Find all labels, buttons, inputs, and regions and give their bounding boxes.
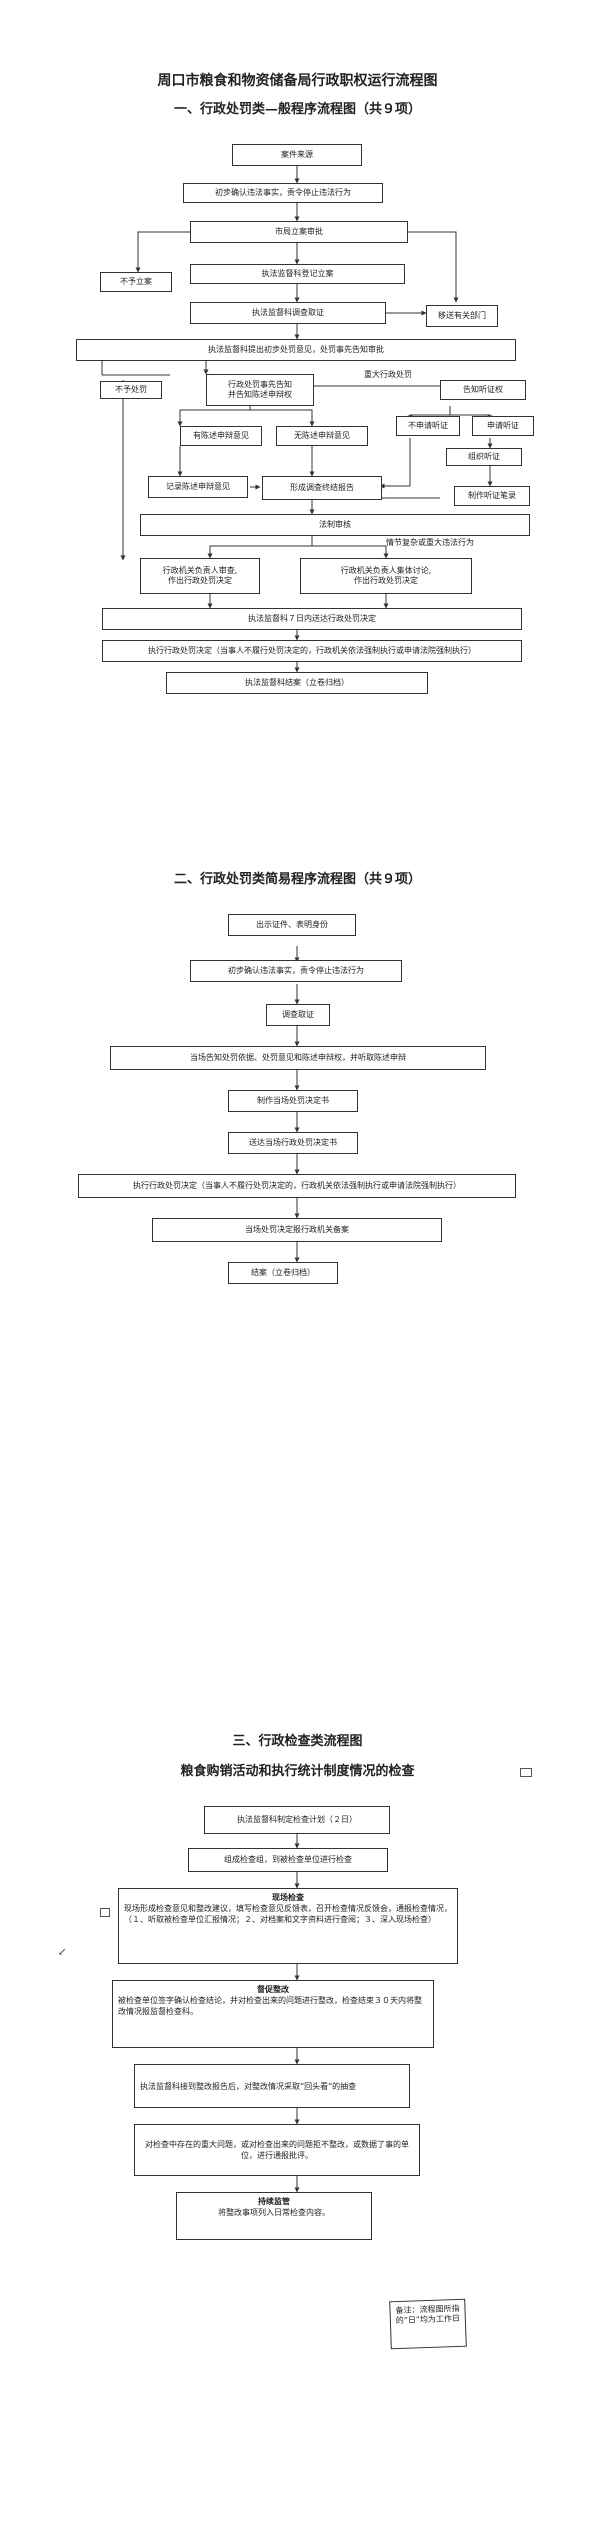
node-no-defense: 无陈述申辩意见 (276, 426, 368, 446)
node-s3-site-body: 现场形成检查意见和整改建议，填写检查意见反馈表，召开检查情况反馈会，通报检查情况… (124, 1904, 452, 1924)
node-close-case: 执法监督科结案（立卷归档） (166, 672, 428, 694)
node-s3-site-check: 现场检查 现场形成检查意见和整改建议，填写检查意见反馈表，召开检查情况反馈会，通… (118, 1888, 458, 1964)
label-major-case: 重大行政处罚 (364, 370, 412, 379)
node-record-defense: 记录陈述申辩意见 (148, 476, 248, 498)
node-apply-hearing: 申请听证 (472, 416, 534, 436)
node-approve: 行政机关负责人审查, 作出行政处罚决定 (140, 558, 260, 594)
node-s3-report: 对检查中存在的重大问题，或对检查出来的问题拒不整改，或数据了事的单位，进行通报批… (134, 2124, 420, 2176)
node-preliminary: 初步确认违法事实，责令停止违法行为 (183, 183, 383, 203)
node-organize-hearing: 组织听证 (446, 448, 522, 466)
node-s3-review: 执法监督科接到整改报告后，对整改情况采取“回头看”的抽查 (134, 2064, 410, 2108)
connector (207, 536, 313, 559)
connector (312, 545, 389, 559)
connector (312, 385, 453, 395)
node-hearing-record: 制作听证笔录 (454, 486, 530, 506)
node-s3-rectify-body: 被检查单位签字确认检查结论，并对检查出来的问题进行整改，检查结束３０天内将整改情… (118, 1996, 422, 2016)
node-has-defense: 有陈述申辩意见 (180, 426, 262, 446)
node-s3-oversight: 持续监管 将整改事项列入日常检查内容。 (176, 2192, 372, 2240)
node-s2-close-case: 结案（立卷归档） (228, 1262, 338, 1284)
node-s3-oversight-body: 将整改事项列入日常检查内容。 (218, 2208, 330, 2217)
node-show-id: 出示证件、表明身份 (228, 914, 356, 936)
node-case-source: 案件来源 (232, 144, 362, 166)
node-form-report: 形成调查终结报告 (262, 476, 382, 500)
section3-heading: 三、行政检查类流程图 (232, 1734, 363, 1749)
node-notify-hearing: 告知听证权 (440, 380, 526, 400)
section3-subheading: 粮食购销活动和执行统计制度情况的检查 (180, 1764, 415, 1779)
document-title: 周口市粮食和物资储备局行政职权运行流程图 (157, 73, 438, 89)
node-s2-investigate: 调查取证 (266, 1004, 330, 1026)
node-legal-review: 法制审核 (140, 514, 530, 536)
node-s3-oversight-title: 持续监管 (258, 2196, 290, 2206)
node-collective-line2: 作出行政处罚决定 (354, 576, 418, 585)
node-bureau-review: 市局立案审批 (190, 221, 408, 243)
arrow-icon: ↙ (58, 1947, 67, 1958)
node-no-filing: 不予立案 (100, 272, 172, 292)
node-notify: 行政处罚事先告知 并告知陈述申辩权 (206, 374, 314, 406)
node-approve-line1: 行政机关负责人审查, (162, 566, 238, 575)
node-preliminary-opinion: 执法监督科提出初步处罚意见，处罚事先告知审批 (76, 339, 516, 361)
node-s2-deliver: 送达当场行政处罚决定书 (228, 1132, 358, 1154)
node-s3-site-title: 现场检查 (272, 1892, 304, 1902)
node-no-penalty: 不予处罚 (100, 381, 162, 399)
node-register: 执法监督科登记立案 (190, 264, 405, 284)
node-s3-rectify-title: 督促整改 (257, 1984, 289, 1994)
node-collective: 行政机关负责人集体讨论, 作出行政处罚决定 (300, 558, 472, 594)
node-s3-team: 组成检查组，到被检查单位进行检查 (188, 1848, 388, 1872)
node-s2-report: 当场处罚决定报行政机关备案 (152, 1218, 442, 1242)
node-s2-notify: 当场告知处罚依据、处罚意见和陈述申辩权，并听取陈述申辩 (110, 1046, 486, 1070)
section2-heading: 二、行政处罚类简易程序流程图（共９项） (173, 872, 421, 887)
node-s2-preliminary: 初步确认违法事实，责令停止违法行为 (190, 960, 402, 982)
node-s2-make-decision: 制作当场处罚决定书 (228, 1090, 358, 1112)
node-notify-line2: 并告知陈述申辩权 (228, 390, 292, 399)
node-s3-rectify: 督促整改 被检查单位签字确认检查结论，并对检查出来的问题进行整改，检查结束３０天… (112, 1980, 434, 2048)
stray-mark (520, 1768, 532, 1777)
node-investigate: 执法监督科调查取证 (190, 302, 386, 324)
node-collective-line1: 行政机关负责人集体讨论, (340, 566, 432, 575)
connector (377, 485, 440, 499)
section1-heading: 一、行政处罚类—般程序流程图（共９项） (173, 102, 421, 117)
node-approve-line2: 作出行政处罚决定 (168, 576, 232, 585)
footnote: 备注：流程图所指的“日”均为工作日 (389, 2298, 467, 2350)
label-complex-case: 情节复杂或重大违法行为 (386, 538, 474, 547)
node-s3-plan: 执法监督科制定检查计划（２日） (204, 1806, 390, 1834)
node-execute: 执行行政处罚决定（当事人不履行处罚决定的，行政机关依法强制执行或申请法院强制执行… (102, 640, 522, 662)
node-deliver: 执法监督科７日内送达行政处罚决定 (102, 608, 522, 630)
node-no-hearing: 不申请听证 (396, 416, 460, 436)
node-s2-execute: 执行行政处罚决定（当事人不履行处罚决定的，行政机关依法强制执行或申请法院强制执行… (78, 1174, 516, 1198)
stray-mark (100, 1908, 110, 1917)
connector (250, 409, 315, 427)
node-notify-line1: 行政处罚事先告知 (228, 380, 292, 389)
node-transfer: 移送有关部门 (426, 305, 498, 327)
